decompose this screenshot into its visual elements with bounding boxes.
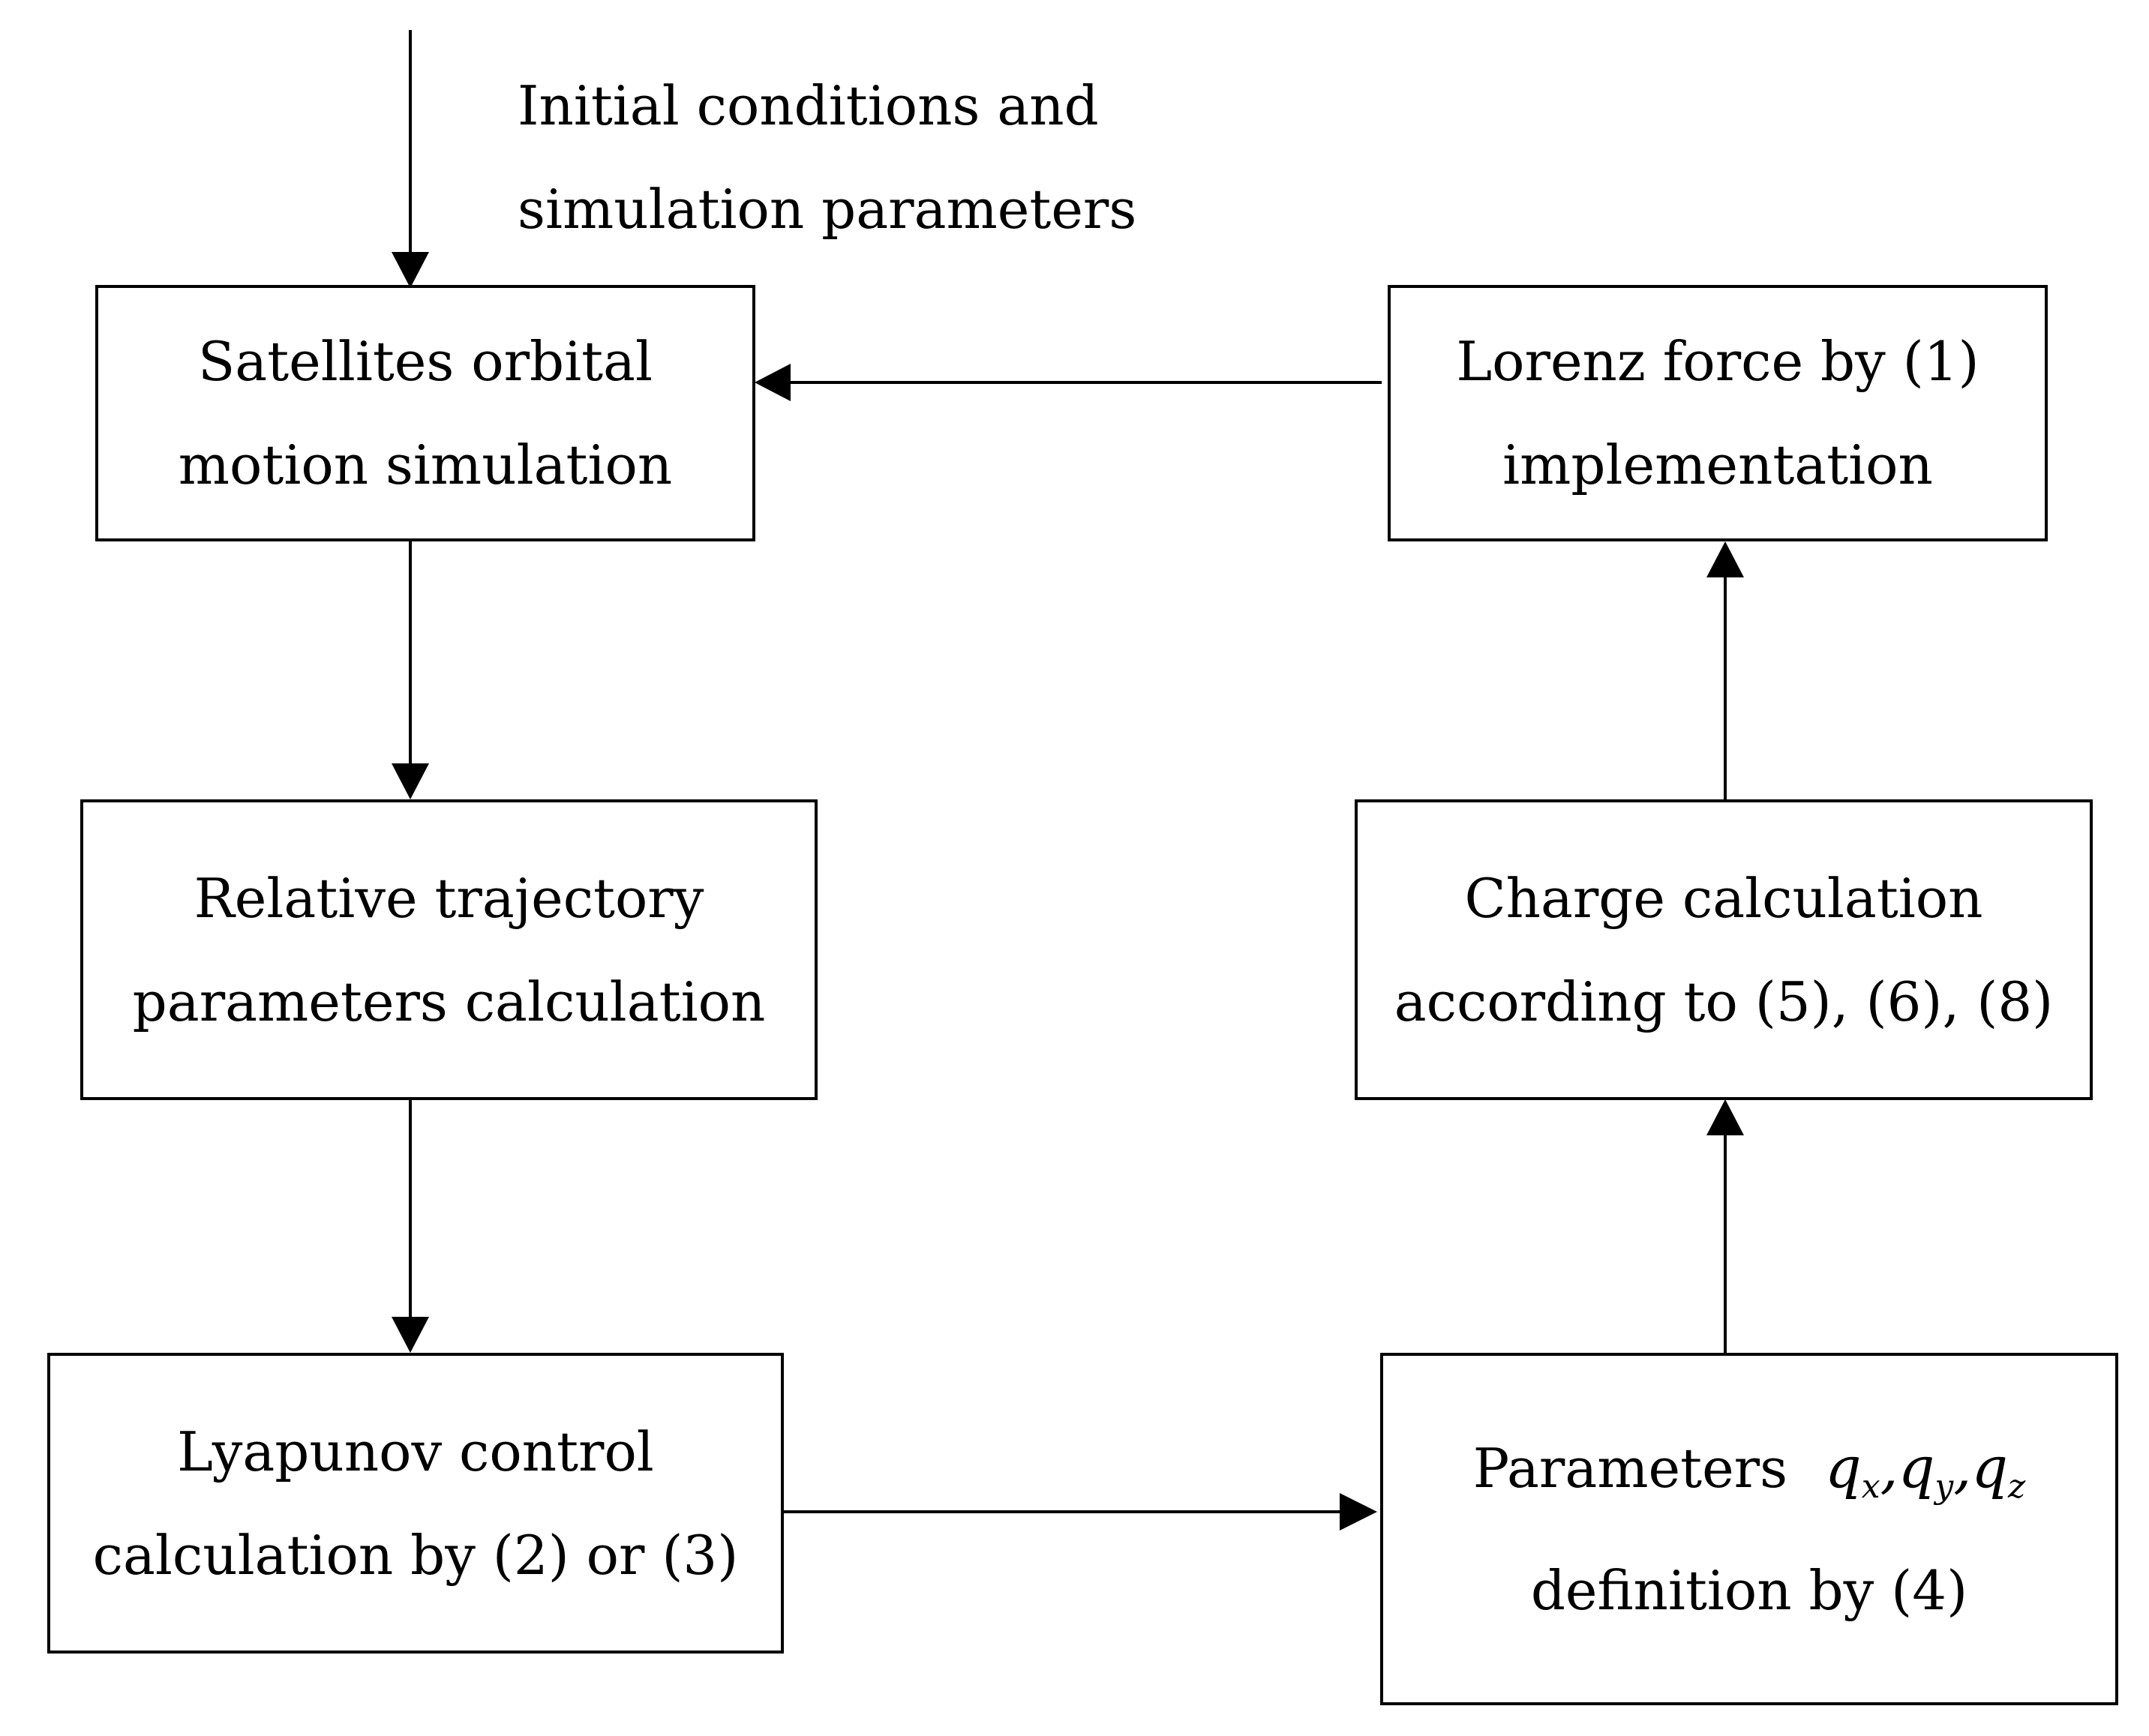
- relative-trajectory-line1: Relative trajectory: [194, 866, 704, 930]
- q-z-subscript: z: [2008, 1468, 2026, 1506]
- lorenz-force-box: Lorenz force by (1) implementation: [1388, 285, 2048, 541]
- charge-calculation-box: Charge calculation according to (5), (6)…: [1355, 799, 2093, 1100]
- input-caption-line2: simulation parameters: [518, 178, 1137, 241]
- arrow-lorenz-to-orbital: [755, 364, 1382, 401]
- q-y-subscript: y: [1934, 1468, 1954, 1506]
- relative-trajectory-line2: parameters calculation: [132, 970, 766, 1033]
- lyapunov-control-box: Lyapunov control calculation by (2) or (…: [47, 1353, 784, 1654]
- input-caption-line1: Initial conditions and: [518, 74, 1099, 137]
- charge-calculation-line1: Charge calculation: [1464, 866, 1983, 930]
- orbital-sim-line2: motion simulation: [178, 433, 673, 496]
- arrow-charge-to-lorenz: [1706, 541, 1744, 800]
- parameters-definition-line1: Parameters qx,qy,qz: [1473, 1416, 2025, 1539]
- q-x-base: q: [1825, 1434, 1862, 1501]
- q-symbols: qx,qy,qz: [1825, 1434, 2026, 1506]
- parameters-definition-line2: definition by (4): [1530, 1559, 1968, 1622]
- arrow-parameters-to-charge: [1706, 1099, 1744, 1356]
- lyapunov-control-line1: Lyapunov control: [177, 1420, 654, 1483]
- q-x-subscript: x: [1861, 1468, 1880, 1506]
- lorenz-force-line2: implementation: [1502, 433, 1933, 496]
- input-caption: Initial conditions and simulation parame…: [518, 54, 1137, 261]
- parameters-label: Parameters: [1472, 1437, 1788, 1500]
- lorenz-force-line1: Lorenz force by (1): [1456, 330, 1979, 393]
- orbital-sim-line1: Satellites orbital: [197, 330, 653, 393]
- charge-calculation-line2: according to (5), (6), (8): [1394, 970, 2054, 1033]
- orbital-sim-box: Satellites orbital motion simulation: [95, 285, 755, 541]
- arrow-lyapunov-to-parameters: [784, 1493, 1377, 1531]
- arrow-orbital-to-relative: [392, 541, 429, 799]
- relative-trajectory-box: Relative trajectory parameters calculati…: [80, 799, 818, 1100]
- parameters-definition-box: Parameters qx,qy,qz definition by (4): [1380, 1353, 2118, 1705]
- q-y-base: q: [1898, 1434, 1935, 1501]
- arrow-input-to-orbital-sim: [392, 30, 429, 288]
- q-z-base: q: [1971, 1434, 2009, 1501]
- arrow-relative-to-lyapunov: [392, 1100, 429, 1353]
- lyapunov-control-line2: calculation by (2) or (3): [92, 1523, 739, 1587]
